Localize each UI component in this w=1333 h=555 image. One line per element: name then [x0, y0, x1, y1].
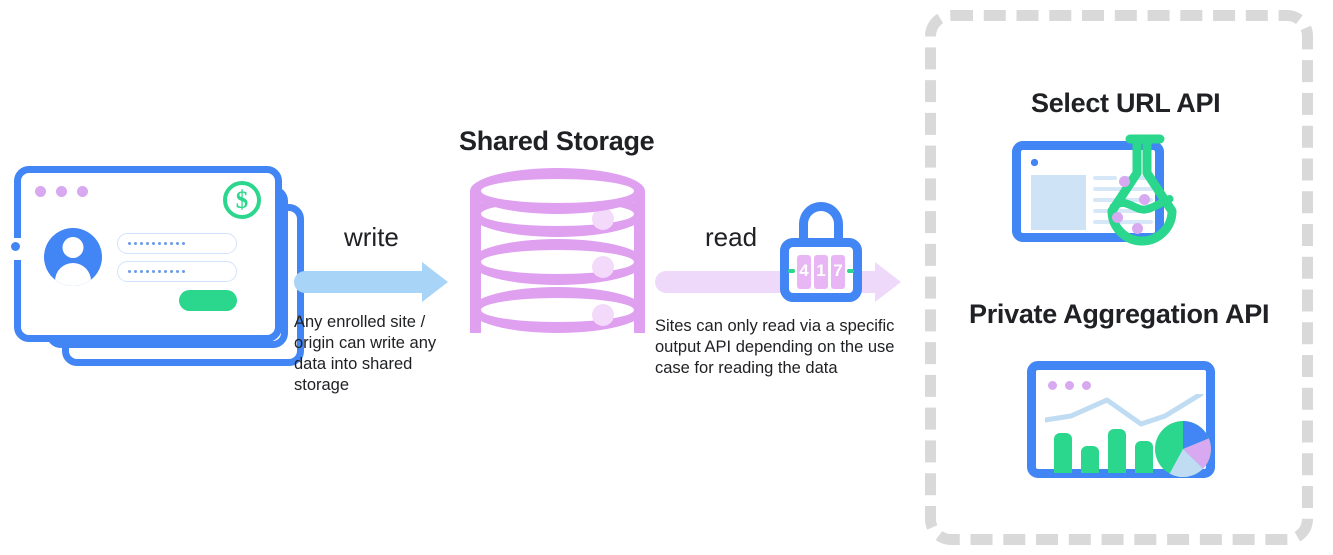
output-apis-panel — [925, 10, 1313, 545]
content-thumbnail — [1031, 175, 1086, 230]
write-flow: write Any enrolled site / origin can wri… — [294, 222, 464, 394]
lock-digit-1: 4 — [799, 261, 809, 280]
read-arrow-label: read — [705, 222, 758, 252]
write-arrow-label: write — [344, 222, 399, 252]
window-dot-2 — [56, 186, 67, 197]
read-arrow-head — [875, 262, 901, 302]
window-dot-3 — [77, 186, 88, 197]
lock-digit-3: 7 — [833, 261, 843, 280]
flask-dot-1 — [1119, 176, 1130, 187]
pie-chart — [1155, 421, 1211, 477]
cylinder-ring-3 — [470, 239, 645, 285]
flask-icon — [1107, 134, 1177, 246]
lock-tumbler-2: 1 — [814, 255, 828, 289]
shared-storage-title: Shared Storage — [459, 126, 655, 156]
bar-3 — [1108, 429, 1126, 473]
bar-4 — [1135, 441, 1153, 473]
write-arrow-shaft — [294, 271, 424, 293]
dashboard-dot-2 — [1065, 381, 1074, 390]
write-caption: Any enrolled site / origin can write any… — [294, 313, 437, 394]
cylinder-ring-4 — [470, 287, 645, 333]
site-window-front: $ — [14, 166, 282, 342]
bar-2 — [1081, 446, 1099, 473]
window-left-dot — [11, 242, 20, 251]
submit-button[interactable] — [179, 290, 237, 311]
lock-tumbler-3: 7 — [831, 255, 845, 289]
shared-storage-cylinder — [470, 168, 645, 356]
dashboard-dots — [1048, 381, 1091, 390]
select-url-api-label: Select URL API — [1031, 88, 1221, 118]
window-dots — [35, 186, 88, 197]
lock-icon: 4 1 7 — [780, 202, 862, 302]
cylinder-dot-1 — [592, 208, 614, 230]
credential-field-2[interactable] — [117, 261, 237, 282]
dashboard-dot-1 — [1048, 381, 1057, 390]
browser-dot-3 — [1031, 159, 1038, 166]
cylinder-dot-2 — [592, 256, 614, 278]
lock-shackle — [799, 202, 843, 248]
avatar — [44, 228, 102, 286]
window-dot-1 — [35, 186, 46, 197]
private-aggregation-api-illustration — [1027, 361, 1215, 478]
stacked-site-windows: $ — [10, 166, 304, 366]
lock-tumbler-1: 4 — [797, 255, 811, 289]
read-caption: Sites can only read via a specific outpu… — [655, 317, 895, 377]
credential-field-1[interactable] — [117, 233, 237, 254]
cylinder-ring-top — [470, 168, 645, 214]
lock-body: 4 1 7 — [780, 238, 862, 302]
lock-digit-2: 1 — [816, 261, 826, 280]
dollar-icon: $ — [223, 181, 261, 219]
line-chart — [1045, 394, 1204, 427]
cylinder-dot-3 — [592, 304, 614, 326]
select-url-api-illustration — [1012, 133, 1227, 246]
flask-dot-3 — [1112, 212, 1123, 223]
dashboard-dot-3 — [1082, 381, 1091, 390]
write-arrow-head — [422, 262, 448, 302]
bar-1 — [1054, 433, 1072, 473]
lock-tick-right — [847, 269, 854, 273]
lock-tick-left — [788, 269, 795, 273]
flask-dot-4 — [1132, 223, 1143, 234]
flask-dot-2 — [1139, 194, 1150, 205]
private-aggregation-api-label: Private Aggregation API — [969, 299, 1270, 329]
dashboard-window — [1027, 361, 1215, 478]
